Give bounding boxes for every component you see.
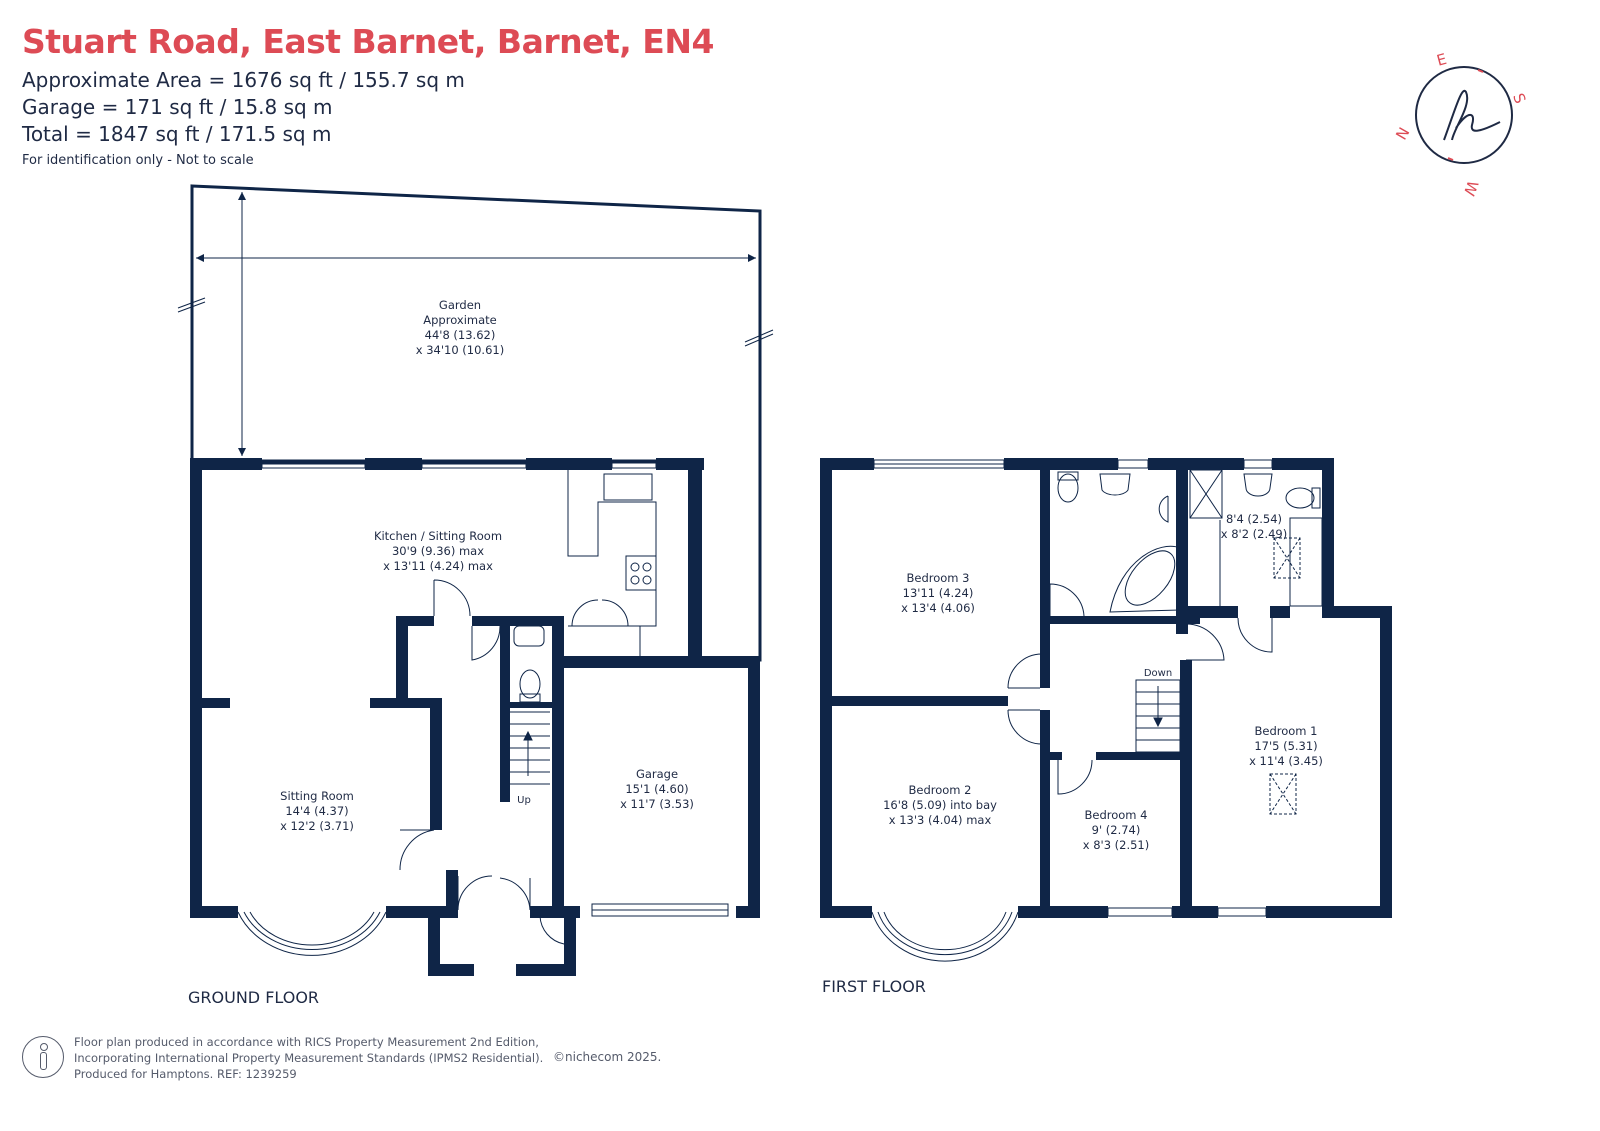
svg-text:x 11'7 (3.53): x 11'7 (3.53) — [620, 797, 694, 811]
svg-text:8'4 (2.54): 8'4 (2.54) — [1226, 512, 1282, 526]
first-floor-details — [871, 459, 1323, 962]
compass-s: S — [1509, 91, 1529, 106]
svg-text:x 8'3 (2.51): x 8'3 (2.51) — [1083, 838, 1150, 852]
svg-text:x 12'2 (3.71): x 12'2 (3.71) — [280, 819, 354, 833]
bedroom-2-label: Bedroom 2 16'8 (5.09) into bay x 13'3 (4… — [883, 783, 997, 827]
ground-floor-details — [237, 459, 729, 956]
bedroom-4-label: Bedroom 4 9' (2.74) x 8'3 (2.51) — [1083, 808, 1150, 852]
scale-note: For identification only - Not to scale — [22, 153, 254, 168]
svg-text:x 13'11 (4.24) max: x 13'11 (4.24) max — [383, 559, 493, 573]
svg-text:x 13'3 (4.04) max: x 13'3 (4.04) max — [889, 813, 992, 827]
copyright: ©nichecom 2025. — [553, 1050, 662, 1064]
stairs-up-label: Up — [517, 795, 531, 806]
stairs-down-label: Down — [1144, 668, 1172, 679]
garage-label: Garage 15'1 (4.60) x 11'7 (3.53) — [620, 767, 694, 811]
footer-line-3: Produced for Hamptons. REF: 1239259 — [74, 1067, 297, 1081]
garden-label: Garden Approximate 44'8 (13.62) x 34'10 … — [416, 298, 504, 357]
svg-text:9' (2.74): 9' (2.74) — [1092, 823, 1141, 837]
footer-notes: Floor plan produced in accordance with R… — [74, 1034, 543, 1082]
approximate-area: Approximate Area = 1676 sq ft / 155.7 sq… — [22, 68, 465, 92]
svg-text:15'1 (4.60): 15'1 (4.60) — [625, 782, 688, 796]
svg-text:17'5 (5.31): 17'5 (5.31) — [1254, 739, 1317, 753]
svg-text:x 8'2 (2.49): x 8'2 (2.49) — [1221, 527, 1288, 541]
info-icon — [22, 1036, 64, 1078]
svg-text:Kitchen / Sitting Room: Kitchen / Sitting Room — [374, 529, 502, 543]
compass-n: N — [1392, 124, 1413, 143]
svg-text:Garden: Garden — [439, 298, 481, 312]
svg-text:30'9 (9.36) max: 30'9 (9.36) max — [392, 544, 484, 558]
bedroom-1-label: Bedroom 1 17'5 (5.31) x 11'4 (3.45) — [1249, 724, 1323, 768]
first-floor-label: FIRST FLOOR — [822, 977, 926, 996]
svg-text:x 11'4 (3.45): x 11'4 (3.45) — [1249, 754, 1323, 768]
svg-text:Garage: Garage — [636, 767, 678, 781]
compass-w: W — [1460, 178, 1482, 198]
first-floor-walls — [820, 458, 1392, 918]
svg-text:Approximate: Approximate — [423, 313, 496, 327]
svg-text:16'8 (5.09) into bay: 16'8 (5.09) into bay — [883, 798, 997, 812]
svg-text:44'8 (13.62): 44'8 (13.62) — [425, 328, 496, 342]
footer-line-2: Incorporating International Property Mea… — [74, 1051, 544, 1065]
total-area: Total = 1847 sq ft / 171.5 sq m — [22, 122, 332, 146]
svg-text:x 13'4 (4.06): x 13'4 (4.06) — [901, 601, 975, 615]
compass-e: E — [1435, 50, 1449, 70]
ground-floor-walls — [190, 458, 760, 976]
compass-icon: N E S W — [1392, 50, 1529, 199]
svg-text:Bedroom 1: Bedroom 1 — [1255, 724, 1318, 738]
svg-text:Bedroom 2: Bedroom 2 — [909, 783, 972, 797]
svg-text:x 34'10 (10.61): x 34'10 (10.61) — [416, 343, 504, 357]
ground-floor-label: GROUND FLOOR — [188, 988, 319, 1007]
garage-area: Garage = 171 sq ft / 15.8 sq m — [22, 95, 333, 119]
svg-text:13'11 (4.24): 13'11 (4.24) — [903, 586, 974, 600]
svg-text:Sitting Room: Sitting Room — [280, 789, 354, 803]
bedroom-3-label: Bedroom 3 13'11 (4.24) x 13'4 (4.06) — [901, 571, 975, 615]
svg-text:Bedroom 4: Bedroom 4 — [1085, 808, 1148, 822]
property-title: Stuart Road, East Barnet, Barnet, EN4 — [22, 22, 714, 61]
svg-text:Bedroom 3: Bedroom 3 — [907, 571, 970, 585]
svg-text:14'4 (4.37): 14'4 (4.37) — [285, 804, 348, 818]
ensuite-label: 8'4 (2.54) x 8'2 (2.49) — [1221, 512, 1288, 541]
hamptons-h-logo-icon — [1443, 89, 1501, 141]
sitting-room-label: Sitting Room 14'4 (4.37) x 12'2 (3.71) — [280, 789, 354, 833]
garden-outline — [177, 184, 774, 662]
kitchen-sitting-room-label: Kitchen / Sitting Room 30'9 (9.36) max x… — [374, 529, 502, 573]
footer-line-1: Floor plan produced in accordance with R… — [74, 1035, 539, 1049]
